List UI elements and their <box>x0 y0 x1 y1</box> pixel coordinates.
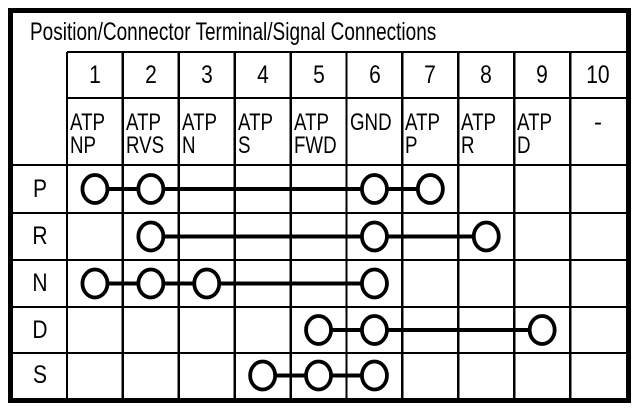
terminal-number: 3 <box>200 61 213 89</box>
terminal-number: 2 <box>144 61 157 89</box>
signal-label-line: S <box>237 132 251 159</box>
signal-label: - <box>594 109 603 136</box>
signal-label-line: FWD <box>293 132 337 159</box>
signal-label: GND <box>349 109 392 136</box>
terminal-number: 4 <box>256 61 269 89</box>
position-label: S <box>32 361 48 389</box>
connection-circle <box>360 173 389 205</box>
signal-label-line: RVS <box>125 132 165 159</box>
connection-circle <box>136 173 166 205</box>
signal-label-line: ATP <box>293 109 329 136</box>
connection-circle <box>304 359 333 392</box>
connection-circle <box>80 267 110 300</box>
connection-circle <box>304 314 333 346</box>
connection-circle <box>360 267 389 300</box>
connection-circle <box>136 267 166 300</box>
signal-label-line: ATP <box>405 109 441 136</box>
terminal-number: 5 <box>312 61 325 89</box>
terminal-number: 8 <box>480 61 493 89</box>
position-label: P <box>32 175 48 203</box>
signal-label-line: D <box>517 132 531 159</box>
position-label: R <box>32 222 48 250</box>
terminal-number: 6 <box>368 61 381 89</box>
connection-circle <box>360 314 389 346</box>
terminal-number: 9 <box>536 61 548 89</box>
terminal-number: 10 <box>586 61 610 89</box>
signal-label-line: ATP <box>70 109 106 136</box>
table-title: Position/Connector Terminal/Signal Conne… <box>30 18 437 46</box>
connection-circle <box>248 359 278 392</box>
connection-circle <box>415 173 445 205</box>
signal-label-line: NP <box>70 132 97 159</box>
connection-circle <box>360 220 389 253</box>
terminal-number: 1 <box>89 61 101 89</box>
position-label: N <box>32 269 48 297</box>
signal-label-line: R <box>461 132 475 159</box>
connection-circle <box>136 220 166 253</box>
signal-label-line: ATP <box>517 109 553 136</box>
connection-circle <box>527 314 557 346</box>
signal-label-line: ATP <box>461 109 497 136</box>
signal-label-line: ATP <box>237 109 273 136</box>
table-outer-border <box>8 8 631 403</box>
connection-circle <box>80 173 110 205</box>
position-label: D <box>32 316 48 344</box>
signal-label-line: ATP <box>125 109 161 136</box>
signal-label-line: GND <box>349 109 392 136</box>
signal-label-line: P <box>405 132 418 159</box>
terminal-number: 7 <box>424 61 437 89</box>
signal-label-line: ATP <box>181 109 217 136</box>
connection-circle <box>360 359 389 392</box>
connection-circle <box>471 220 501 253</box>
signal-label-line: N <box>181 132 196 159</box>
connection-circle <box>192 267 222 300</box>
